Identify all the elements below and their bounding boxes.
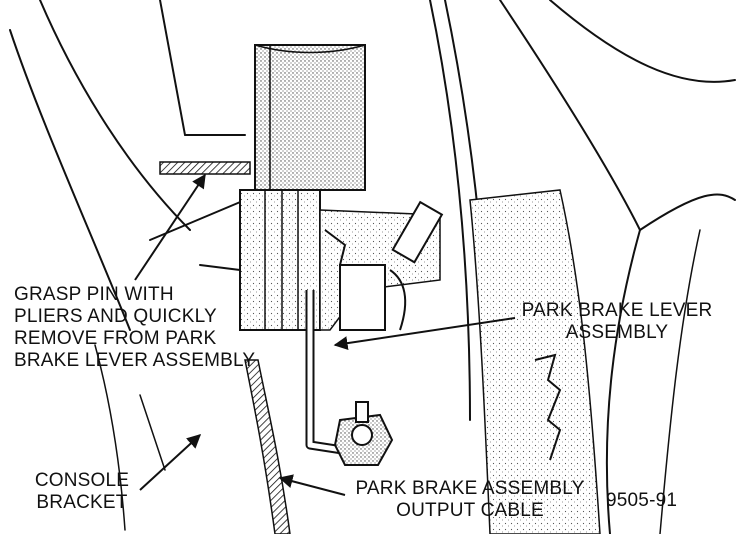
right-contour: [499, 0, 641, 231]
console-bracket-leader: [139, 434, 202, 491]
grasp-pin-line-3: REMOVE FROM PARK: [14, 328, 217, 349]
lever-clip: [339, 264, 386, 331]
right-upper-contour: [549, 0, 736, 83]
output-cable-line-1: PARK BRAKE ASSEMBLY: [355, 478, 585, 499]
cable-loop: [389, 269, 407, 331]
side-panel: [469, 189, 601, 534]
grasp-pin-leader: [134, 173, 206, 281]
console-bracket-label: CONSOLE BRACKET: [22, 470, 142, 514]
connector-link: [324, 229, 347, 266]
panel-lower-edge: [149, 199, 246, 241]
mounting-bolt: [351, 424, 373, 446]
housing-top-curve: [254, 44, 366, 54]
park-brake-lever-line-1: PARK BRAKE LEVER: [521, 300, 713, 321]
grasp-pin-line-2: PLIERS AND QUICKLY: [14, 306, 217, 327]
output-cable-label: PARK BRAKE ASSEMBLY OUTPUT CABLE: [345, 478, 595, 522]
right-lower-contour-2: [659, 229, 701, 534]
console-bracket-line-2: BRACKET: [36, 492, 128, 513]
console-bracket-shape: [244, 359, 291, 534]
bolt-stud: [355, 401, 369, 423]
figure-number: 9505-91: [606, 490, 678, 511]
lower-left-contour: [94, 344, 126, 531]
output-cable-leader: [278, 474, 346, 496]
right-curve: [639, 193, 736, 231]
console-bracket-line-1: CONSOLE: [34, 470, 130, 491]
pin: [159, 161, 251, 175]
left-panel-edge: [159, 0, 186, 136]
grasp-pin-line-1: GRASP PIN WITH: [14, 284, 174, 305]
park-brake-lever-line-2: ASSEMBLY: [565, 322, 669, 343]
adjuster-nut: [391, 200, 444, 264]
center-right-edge: [429, 0, 471, 421]
left-upper-contour: [39, 0, 191, 231]
left-contour-line: [9, 29, 131, 331]
panel-notch: [199, 264, 241, 271]
grasp-pin-label: GRASP PIN WITH PLIERS AND QUICKLY REMOVE…: [14, 284, 255, 372]
output-cable-line-2: OUTPUT CABLE: [396, 500, 544, 521]
side-panel-notch: [534, 353, 562, 461]
grasp-pin-line-4: BRAKE LEVER ASSEMBLY: [14, 350, 256, 371]
park-brake-lever-leader: [333, 317, 516, 351]
lever-housing: [254, 44, 366, 191]
bracket-edge: [139, 394, 166, 471]
right-lower-contour: [605, 229, 641, 534]
park-brake-lever-label: PARK BRAKE LEVER ASSEMBLY: [512, 300, 722, 344]
